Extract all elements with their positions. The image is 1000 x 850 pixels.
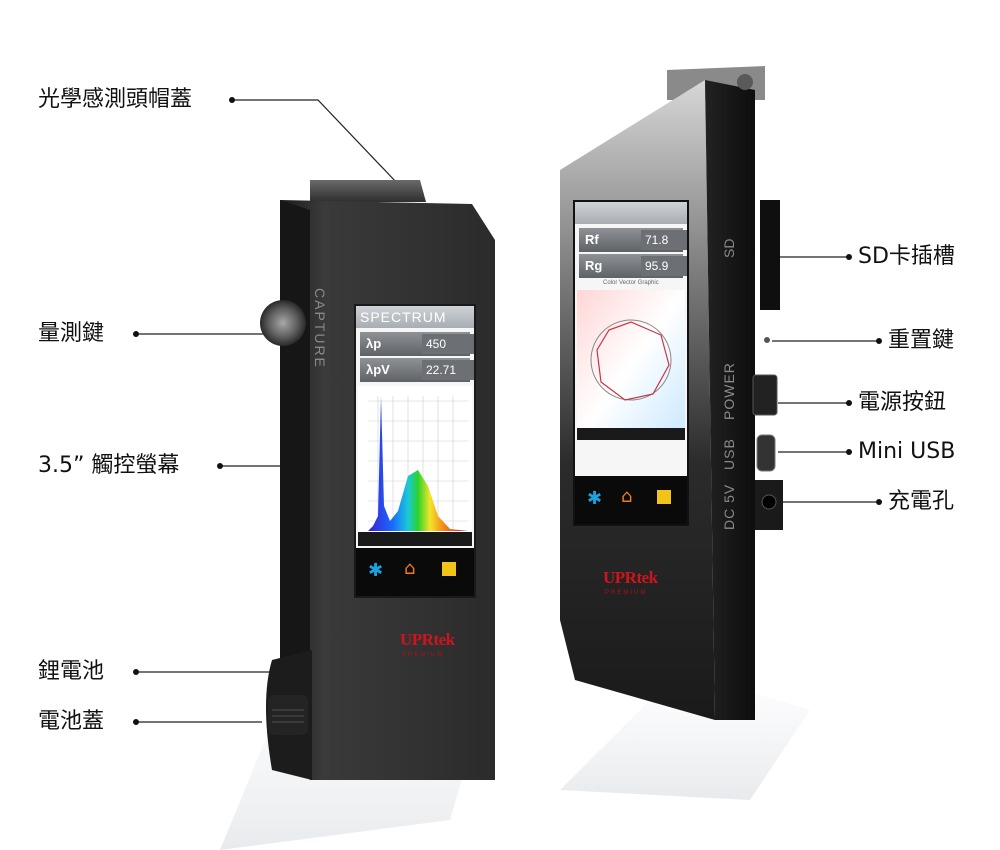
callout-sd: SD卡插槽 bbox=[858, 244, 955, 269]
usb-port-label: USB bbox=[721, 438, 737, 470]
row-value: 71.8 bbox=[641, 230, 687, 250]
callout-dot bbox=[133, 669, 139, 675]
callout-screen: 3.5” 觸控螢幕 bbox=[38, 453, 180, 478]
callout-battery-cover: 電池蓋 bbox=[38, 709, 105, 734]
power-port-label: POWER bbox=[721, 362, 737, 420]
side-screen-title bbox=[575, 202, 687, 224]
callout-dot bbox=[217, 463, 223, 469]
callout-dot bbox=[846, 400, 852, 406]
dc-port-label: DC 5V bbox=[721, 483, 737, 530]
spectrum-graph bbox=[358, 386, 472, 546]
brand-logo: UPRtek bbox=[603, 568, 658, 587]
capture-side-label: CAPTURE bbox=[312, 288, 328, 369]
gear-icon[interactable]: ✱ bbox=[368, 560, 384, 581]
row-key: λpV bbox=[366, 362, 390, 377]
callout-dot bbox=[133, 719, 139, 725]
color-vector-graph bbox=[577, 290, 685, 440]
callout-cap: 光學感測頭帽蓋 bbox=[38, 87, 193, 112]
screen-toolbar: ✱ ⌂ bbox=[575, 476, 687, 524]
callout-dot bbox=[876, 338, 882, 344]
callout-reset: 重置鍵 bbox=[888, 328, 955, 353]
callout-usb: Mini USB bbox=[858, 439, 956, 464]
measure-row: λp 450 bbox=[360, 332, 474, 356]
brand-logo: UPRtek bbox=[400, 630, 455, 649]
row-key: Rg bbox=[585, 258, 603, 273]
callout-power: 電源按鈕 bbox=[858, 390, 947, 415]
measure-row: Rg 95.9 bbox=[579, 254, 687, 278]
screen-title: SPECTRUM bbox=[356, 306, 474, 328]
save-icon[interactable] bbox=[657, 490, 671, 504]
row-key: Rf bbox=[585, 232, 599, 247]
home-icon[interactable]: ⌂ bbox=[404, 558, 416, 579]
save-icon[interactable] bbox=[442, 562, 456, 576]
callout-dot bbox=[876, 499, 882, 505]
front-screen[interactable]: SPECTRUM λp 450 λpV 22.71 bbox=[354, 304, 476, 598]
callout-dot bbox=[133, 331, 139, 337]
callout-dot bbox=[846, 254, 852, 260]
side-screen[interactable]: Rf 71.8 Rg 95.9 Color Vector Graphic ✱ ⌂ bbox=[573, 200, 689, 526]
row-value: 95.9 bbox=[641, 256, 687, 276]
front-device: CAPTURE SPECTRUM λp 450 λpV 22.71 bbox=[250, 180, 500, 780]
brand-sub: PREMIUM bbox=[402, 652, 445, 658]
row-key: λp bbox=[366, 336, 382, 351]
brand-sub: PREMIUM bbox=[605, 590, 648, 596]
screen-toolbar: ✱ ⌂ bbox=[356, 548, 474, 596]
callout-battery: 鋰電池 bbox=[38, 659, 105, 684]
measure-button[interactable] bbox=[260, 300, 306, 346]
callout-dot bbox=[229, 97, 235, 103]
measure-row: Rf 71.8 bbox=[579, 228, 687, 252]
callout-dot bbox=[846, 449, 852, 455]
measure-row: λpV 22.71 bbox=[360, 358, 474, 382]
sd-port-label: SD bbox=[721, 238, 737, 258]
row-value: 22.71 bbox=[422, 360, 474, 380]
home-icon[interactable]: ⌂ bbox=[621, 486, 633, 507]
graph-caption: Color Vector Graphic bbox=[603, 280, 659, 286]
callout-measure: 量測鍵 bbox=[38, 321, 105, 346]
row-value: 450 bbox=[422, 334, 474, 354]
gear-icon[interactable]: ✱ bbox=[587, 488, 603, 509]
side-device: Rf 71.8 Rg 95.9 Color Vector Graphic ✱ ⌂ bbox=[555, 60, 790, 720]
callout-charge: 充電孔 bbox=[888, 489, 955, 514]
